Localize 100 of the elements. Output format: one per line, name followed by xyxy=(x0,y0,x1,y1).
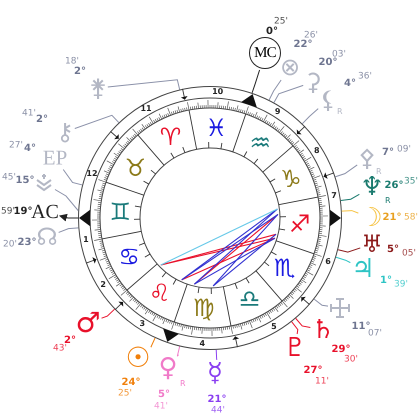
planet-glyph: ☉ xyxy=(125,344,151,372)
minute-label: 07' xyxy=(368,330,382,338)
planet-glyph: ⊗ xyxy=(280,55,300,79)
degree-label: 21° xyxy=(208,395,226,405)
planet-glyph: ⚵ xyxy=(89,76,107,100)
leader-line xyxy=(302,108,319,124)
zodiac-sign-glyph: ♎ xyxy=(238,286,260,311)
house-number: 10 xyxy=(212,88,224,96)
minute-label: 35' xyxy=(404,178,418,186)
leader-line xyxy=(62,169,83,186)
minute-label: 25' xyxy=(274,18,288,26)
minute-label: 05' xyxy=(402,250,416,258)
leader-line xyxy=(295,318,311,328)
degree-label: 2° xyxy=(64,336,76,346)
leader-line xyxy=(338,247,361,253)
retrograde-mark: R xyxy=(180,380,186,388)
minute-label: 11' xyxy=(315,378,329,386)
leader-line xyxy=(216,349,218,360)
leader-line xyxy=(268,80,282,100)
planet-glyph: ⚸ xyxy=(319,88,337,112)
minute-label: 18' xyxy=(65,58,79,66)
minute-label: 36' xyxy=(358,72,372,82)
planet-glyph: ☿ xyxy=(207,360,223,386)
arrow xyxy=(58,214,78,222)
degree-label: 24° xyxy=(122,378,140,388)
minute-label: 41' xyxy=(22,110,36,118)
planet-glyph: ♂ xyxy=(75,309,101,337)
planet-glyph: ☊ xyxy=(36,225,58,249)
planet-glyph: ♇ xyxy=(283,335,307,361)
house-number: 5 xyxy=(271,322,277,331)
house-number: 6 xyxy=(325,258,331,266)
leader-line xyxy=(101,308,116,319)
zodiac-sign-glyph: ♈ xyxy=(160,125,182,150)
leader-line xyxy=(291,321,298,334)
house-number: 7 xyxy=(331,192,337,200)
planet-glyph: ⚳ xyxy=(304,70,322,94)
zodiac-sign-glyph: ♏ xyxy=(274,256,296,280)
minute-label: 20' xyxy=(3,240,17,250)
leader-line xyxy=(252,70,260,94)
minute-label: 27' xyxy=(9,142,23,150)
planet-glyph: ♅ xyxy=(361,232,383,256)
minute-label: 43' xyxy=(53,344,67,354)
leader-line xyxy=(334,164,358,178)
planet-glyph: ♄ xyxy=(311,317,335,343)
degree-label: 5° xyxy=(387,245,399,255)
degree-label: 5° xyxy=(158,390,170,400)
zodiac-sign-glyph: ♉ xyxy=(124,156,146,180)
degree-label: 1° xyxy=(380,276,392,286)
degree-label: 29° xyxy=(332,345,350,355)
leader-line xyxy=(150,338,156,348)
house-number: 12 xyxy=(86,170,98,178)
retrograde-mark: R xyxy=(337,108,343,116)
degree-label: 15° xyxy=(16,176,34,186)
house-number: 1 xyxy=(83,236,89,244)
leader-line xyxy=(336,256,351,264)
zodiac-sign-glyph: ♊ xyxy=(109,200,131,224)
degree-label: 26° xyxy=(384,181,404,191)
leader-line xyxy=(341,210,359,214)
degree-label: 21° xyxy=(382,213,402,223)
degree-label: 23° xyxy=(18,238,36,248)
zodiac-sign-glyph: ♐ xyxy=(289,212,311,236)
minute-label: 09' xyxy=(397,146,411,154)
house-number: 9 xyxy=(274,108,280,116)
degree-label: 27° xyxy=(304,366,322,376)
angle-label: AC xyxy=(31,202,59,222)
zodiac-sign-glyph: ♒ xyxy=(250,131,272,156)
degree-label: 20° xyxy=(318,58,338,68)
leader-line xyxy=(176,346,180,357)
planet-glyph: ♃ xyxy=(351,256,375,282)
minute-label: 25' xyxy=(118,390,132,398)
degree-label: 2° xyxy=(74,67,86,77)
leader-line xyxy=(74,114,120,130)
minute-label: 59' xyxy=(1,208,15,216)
planet-glyph: ☽ xyxy=(359,205,383,231)
zodiac-sign-glyph: ♓ xyxy=(206,116,228,140)
house-number: 4 xyxy=(200,340,206,348)
zodiac-sign-glyph: ♌ xyxy=(148,280,170,305)
degree-label: 19° xyxy=(14,207,32,217)
leader-line xyxy=(107,79,180,90)
minute-label: 58' xyxy=(404,214,418,222)
house-number: 2 xyxy=(100,280,106,289)
minute-label: 45' xyxy=(2,174,16,182)
planet-glyph: ♀ xyxy=(158,355,178,381)
minute-label: 39' xyxy=(394,280,408,290)
leader-line xyxy=(314,298,328,307)
planet-glyph: ♆ xyxy=(360,174,384,200)
house-number: 8 xyxy=(314,147,320,156)
degree-label: 4° xyxy=(24,144,36,154)
zodiac-sign-glyph: ♑ xyxy=(280,166,302,191)
house-number: 11 xyxy=(140,105,152,114)
point-label: EP xyxy=(42,148,68,168)
minute-label: 44' xyxy=(211,406,225,416)
zodiac-sign-glyph: ♍ xyxy=(192,296,214,320)
degree-label: 22° xyxy=(294,40,312,50)
planet-glyph: ⚷ xyxy=(56,120,74,144)
zodiac-sign-glyph: ♋ xyxy=(118,245,140,270)
degree-label: 7° xyxy=(382,148,394,158)
leader-line xyxy=(340,194,360,202)
minute-label: 41' xyxy=(154,402,168,412)
retrograde-mark: R xyxy=(385,197,391,205)
